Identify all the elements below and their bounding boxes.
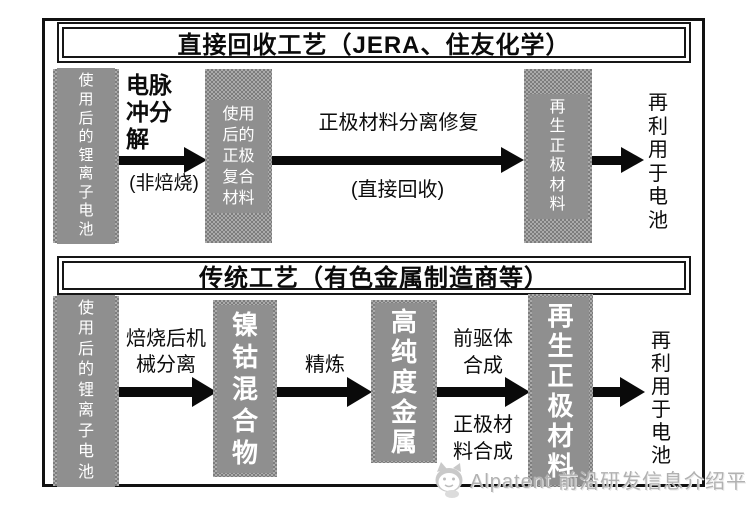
alpatent-logo-icon: [435, 462, 463, 498]
arrowhead-icon: [620, 377, 645, 407]
direct-recycle-note: (直接回收): [350, 179, 445, 201]
watermark: Alpatent 前沿研发信息介绍平台: [428, 458, 749, 500]
flow-arrow-traditional-4: [593, 377, 645, 407]
flow-arrow-traditional-3: [437, 377, 530, 407]
high-purity-metal-box: 高 纯 度 金 属: [371, 300, 437, 463]
separation-repair-label: 正极材料分离修复: [318, 112, 479, 134]
nickel-cobalt-label: 镍 钴 混 合 物: [217, 304, 273, 473]
flow-arrow-traditional-2: [277, 377, 372, 407]
flow-arrow-direct-1: [119, 147, 207, 173]
arrowhead-icon: [501, 147, 524, 173]
flow-arrow-direct-3: [592, 147, 644, 173]
arrowhead-icon: [184, 147, 207, 173]
refining-label: 精炼: [305, 354, 345, 376]
used-battery-label-traditional: 使 用 后 的 锂 离 子 电 池: [57, 294, 115, 488]
nickel-cobalt-box: 镍 钴 混 合 物: [213, 300, 277, 477]
arrowhead-icon: [505, 377, 530, 407]
precursor-synthesis-label: 前驱体 合成: [453, 328, 513, 377]
roasting-separation-label: 焙烧后机 械分离: [126, 328, 206, 376]
high-purity-metal-label: 高 纯 度 金 属: [375, 302, 433, 461]
used-battery-label-direct: 使 用 后 的 锂 离 子 电 池: [57, 68, 115, 244]
arrowhead-icon: [192, 377, 217, 407]
arrowhead-icon: [621, 147, 644, 173]
direct-process-title: 直接回收工艺（JERA、住友化学）: [62, 27, 686, 59]
used-battery-box-direct: 使 用 后 的 锂 离 子 电 池: [53, 68, 119, 244]
used-cathode-composite-label: 使用 后的 正极 复合 材料: [209, 99, 268, 213]
traditional-process-title-box: 传统工艺（有色金属制造商等）: [57, 256, 691, 295]
cathode-synthesis-label: 正极材 料合成: [453, 414, 513, 463]
reuse-battery-text-direct: 再 利 用 于 电 池: [648, 92, 668, 232]
reuse-battery-text-traditional: 再 利 用 于 电 池: [651, 330, 671, 467]
direct-process-title-box: 直接回收工艺（JERA、住友化学）: [57, 22, 691, 63]
regenerated-cathode-label-traditional: 再 生 正 极 材 料: [532, 296, 589, 485]
flow-arrow-direct-2: [272, 147, 524, 173]
flow-arrow-traditional-1: [119, 377, 217, 407]
regenerated-cathode-label-direct: 再 生 正 极 材 料: [528, 93, 588, 219]
used-cathode-composite-box: 使用 后的 正极 复合 材料: [205, 69, 272, 243]
regenerated-cathode-box-direct: 再 生 正 极 材 料: [524, 69, 592, 243]
non-roasting-note: (非焙烧): [129, 173, 199, 194]
pulse-decomposition-label: 电脉 冲分 解: [126, 72, 172, 152]
watermark-text: Alpatent 前沿研发信息介绍平台: [470, 470, 749, 493]
used-battery-box-traditional: 使 用 后 的 锂 离 子 电 池: [53, 294, 119, 488]
arrowhead-icon: [347, 377, 372, 407]
traditional-process-title: 传统工艺（有色金属制造商等）: [62, 261, 686, 292]
regenerated-cathode-box-traditional: 再 生 正 极 材 料: [528, 294, 593, 487]
